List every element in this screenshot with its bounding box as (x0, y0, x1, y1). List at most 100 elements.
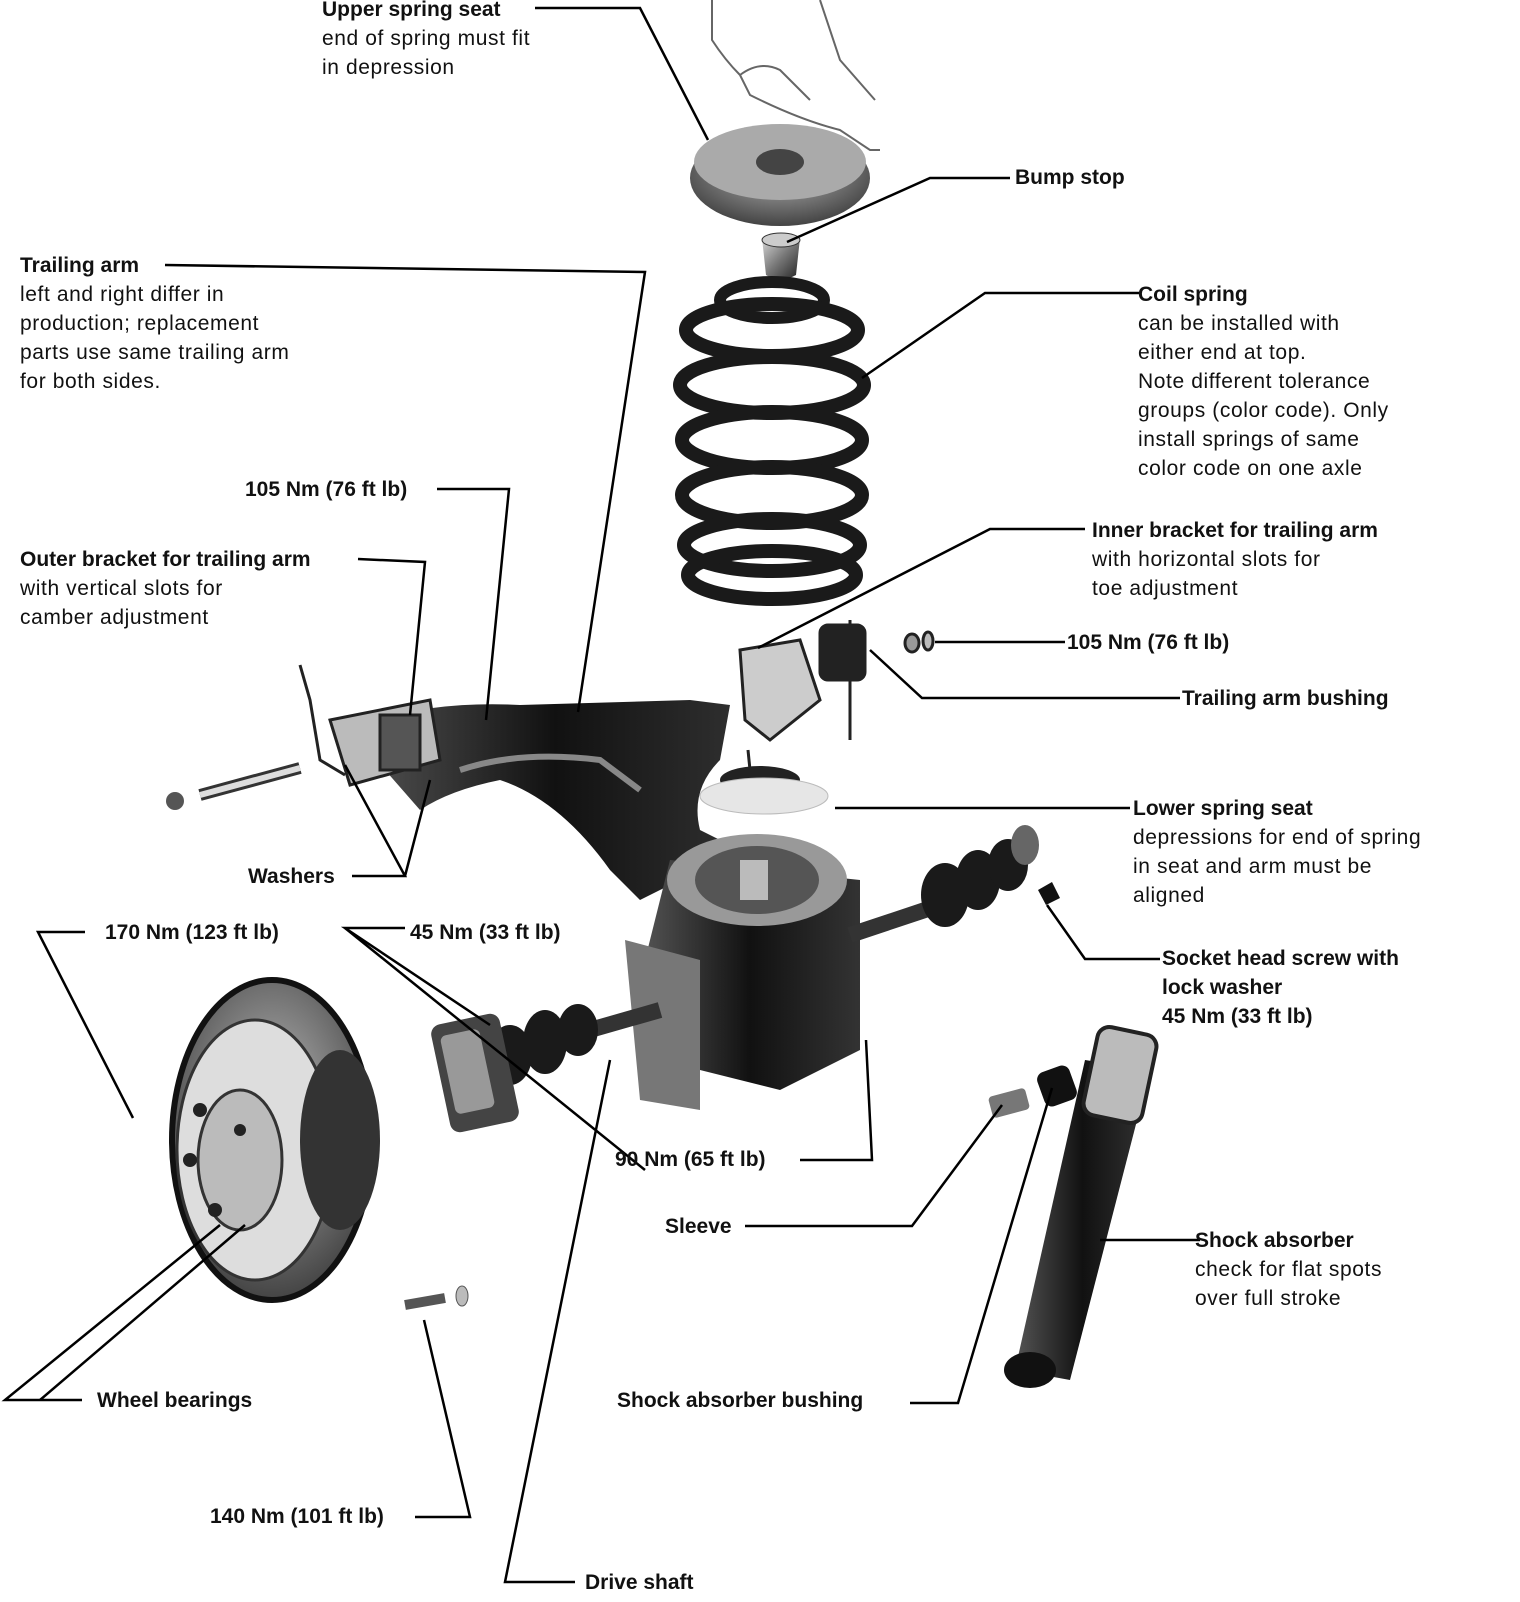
shock-absorber-part (988, 1024, 1159, 1388)
label-sleeve: Sleeve (665, 1212, 732, 1241)
outer-bolt-part (166, 762, 302, 810)
label-inner-bracket: Inner bracket for trailing arm with hori… (1092, 516, 1378, 603)
leader-trailing-arm (164, 263, 647, 713)
leader-105-left (437, 487, 511, 721)
label-bump-stop: Bump stop (1015, 163, 1125, 192)
label-torque-90: 90 Nm (65 ft lb) (615, 1145, 766, 1174)
drive-shaft-part (431, 825, 1039, 1133)
label-title: Outer bracket for trailing arm (20, 548, 311, 571)
label-title: Upper spring seat (322, 0, 501, 21)
upper-spring-seat-part (690, 124, 870, 226)
label-trailing-arm-bushing: Trailing arm bushing (1182, 684, 1389, 713)
label-desc-line: parts use same trailing arm (20, 341, 290, 364)
leader-sleeve (745, 1104, 1004, 1228)
leader-bump-stop (786, 176, 1010, 244)
label-title: Wheel bearings (97, 1389, 253, 1412)
leader-trailing-arm-bushing (869, 649, 1180, 700)
label-desc-line: check for flat spots (1195, 1258, 1383, 1281)
label-desc-line: with vertical slots for (20, 577, 223, 600)
label-desc-line: camber adjustment (20, 606, 209, 629)
label-drive-shaft: Drive shaft (585, 1568, 694, 1597)
brake-drum-part (169, 977, 380, 1303)
coil-spring-part (673, 276, 871, 606)
label-shock-absorber: Shock absorber check for flat spots over… (1195, 1226, 1382, 1313)
label-title: 140 Nm (101 ft lb) (210, 1505, 384, 1528)
bump-stop-part (761, 232, 801, 280)
label-title: 105 Nm (76 ft lb) (245, 478, 408, 501)
label-socket-head-screw: Socket head screw with lock washer 45 Nm… (1162, 944, 1399, 1031)
label-desc-line: either end at top. (1138, 341, 1307, 364)
label-lower-spring-seat: Lower spring seat depressions for end of… (1133, 794, 1421, 910)
label-title: 105 Nm (76 ft lb) (1067, 631, 1230, 654)
leader-140 (415, 1319, 472, 1519)
label-washers: Washers (248, 862, 335, 891)
body-shell-outline (711, 0, 880, 151)
label-torque-140: 140 Nm (101 ft lb) (210, 1502, 384, 1531)
label-upper-spring-seat: Upper spring seat end of spring must fit… (322, 0, 530, 82)
hub-carrier-part (625, 834, 860, 1110)
label-title: 170 Nm (123 ft lb) (105, 921, 279, 944)
label-title: Drive shaft (585, 1571, 694, 1594)
label-wheel-bearings: Wheel bearings (97, 1386, 252, 1415)
inner-bracket-part (738, 620, 935, 791)
label-title: Coil spring (1138, 283, 1248, 306)
label-title: Washers (248, 865, 335, 888)
label-desc-line: can be installed with (1138, 312, 1340, 335)
label-desc-line: depressions for end of spring (1133, 826, 1422, 849)
label-desc-line: over full stroke (1195, 1287, 1342, 1310)
leader-outer-bracket (357, 557, 427, 716)
label-title: Bump stop (1015, 166, 1125, 189)
label-title: Inner bracket for trailing arm (1092, 519, 1378, 542)
label-desc-line: left and right differ in (20, 283, 225, 306)
leader-lines (1, 6, 1200, 1584)
label-title: Sleeve (665, 1215, 732, 1238)
label-shock-absorber-bushing: Shock absorber bushing (617, 1386, 863, 1415)
label-title: Trailing arm (20, 254, 140, 277)
label-torque-45-left: 45 Nm (33 ft lb) (410, 918, 561, 947)
label-desc-line: production; replacement (20, 312, 260, 335)
leader-45-left-b (344, 927, 646, 1171)
label-torque-105-right: 105 Nm (76 ft lb) (1067, 628, 1229, 657)
leader-upper-spring-seat (535, 6, 710, 141)
label-title: Socket head screw with (1162, 947, 1399, 970)
label-desc-line: in depression (322, 56, 455, 79)
leader-socket-screw (1045, 904, 1160, 961)
label-desc-line: with horizontal slots for (1092, 548, 1321, 571)
label-title: Trailing arm bushing (1182, 687, 1389, 710)
label-desc-line: aligned (1133, 884, 1205, 907)
label-torque-105-left: 105 Nm (76 ft lb) (245, 475, 407, 504)
leader-inner-bracket (757, 527, 1085, 650)
leader-drive-shaft (503, 1059, 612, 1584)
label-desc-line: end of spring must fit (322, 27, 531, 50)
label-desc-line: install springs of same (1138, 428, 1360, 451)
label-outer-bracket: Outer bracket for trailing arm with vert… (20, 545, 311, 632)
label-title: Lower spring seat (1133, 797, 1313, 820)
label-title: Shock absorber (1195, 1229, 1354, 1252)
label-desc-line: in seat and arm must be (1133, 855, 1373, 878)
leader-170 (35, 930, 135, 1119)
leader-wheel-bearings-a (1, 1224, 221, 1402)
leader-shock-bushing (910, 1087, 1054, 1405)
label-trailing-arm: Trailing arm left and right differ in pr… (20, 251, 289, 396)
label-desc-line: for both sides. (20, 370, 161, 393)
label-desc-line: Note different tolerance (1138, 370, 1371, 393)
label-title: 45 Nm (33 ft lb) (410, 921, 561, 944)
label-title-line2: lock washer (1162, 976, 1283, 999)
label-desc-line: toe adjustment (1092, 577, 1239, 600)
leader-coil-spring (861, 291, 1140, 380)
label-coil-spring: Coil spring can be installed with either… (1138, 280, 1389, 483)
label-torque-170: 170 Nm (123 ft lb) (105, 918, 279, 947)
label-title-line3: 45 Nm (33 ft lb) (1162, 1005, 1313, 1028)
leader-washers-b (403, 779, 432, 877)
lower-spring-seat-part (699, 777, 829, 815)
outer-bracket-part (298, 664, 442, 787)
leader-wheel-bearings-b (39, 1224, 246, 1401)
leader-90 (800, 1039, 874, 1162)
bearing-bolt-part (404, 1285, 469, 1310)
label-title: Shock absorber bushing (617, 1389, 864, 1412)
label-desc-line: color code on one axle (1138, 457, 1363, 480)
label-title: 90 Nm (65 ft lb) (615, 1148, 766, 1171)
label-desc-line: groups (color code). Only (1138, 399, 1389, 422)
socket-head-screw-part (1038, 882, 1060, 905)
